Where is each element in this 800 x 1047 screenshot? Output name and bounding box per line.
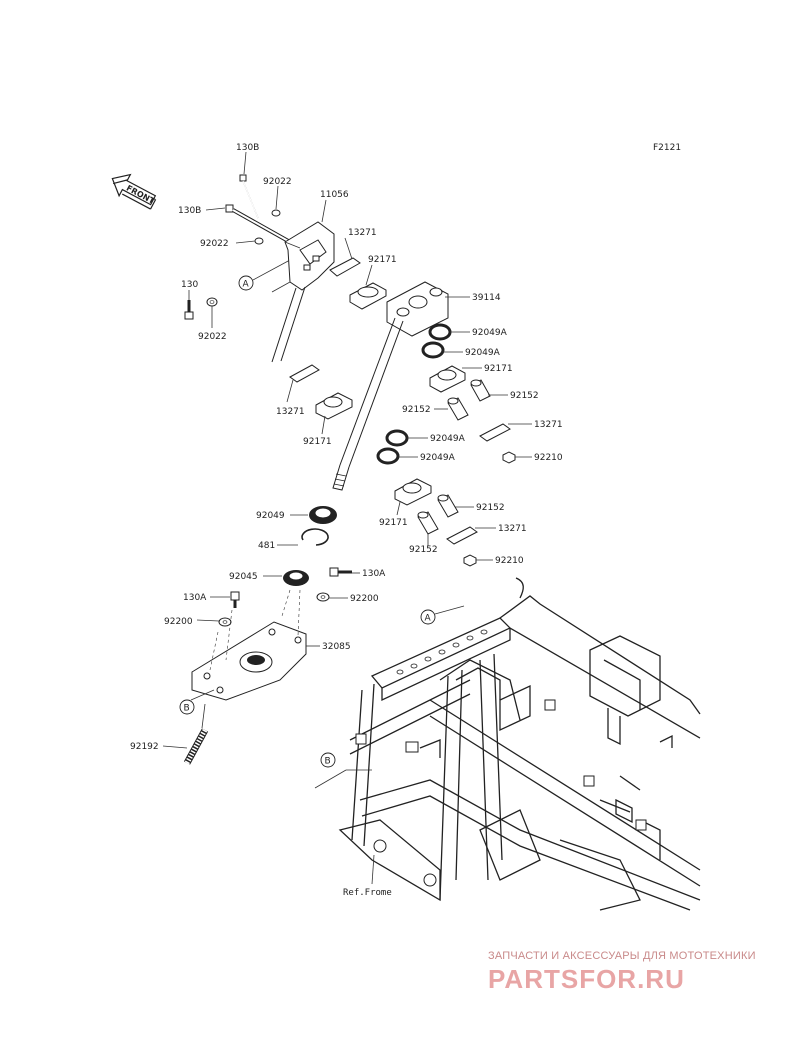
ring-92049a-2 [421, 341, 445, 359]
washer-92200-right [316, 592, 330, 602]
label-92171-1: 92171 [368, 255, 397, 265]
ref-frame-label: Ref.Frome [343, 888, 392, 898]
bracket-32085 [191, 621, 307, 701]
label-13271-3: 13271 [276, 407, 305, 417]
label-13271-4: 13271 [498, 524, 527, 534]
label-130a-2: 130A [183, 593, 207, 603]
frame-illustration [338, 577, 701, 911]
label-92022-3: 92022 [198, 332, 227, 342]
plate-13271-upper [329, 257, 361, 277]
label-92049a-1: 92049A [472, 328, 508, 338]
nut-92210-lower [463, 554, 477, 567]
label-92200-1: 92200 [350, 594, 379, 604]
watermark: ЗАПЧАСТИ И АКСЕССУАРЫ ДЛЯ МОТОТЕХНИКИ PA… [488, 950, 788, 995]
bolt-130b-upper [239, 174, 259, 219]
label-92045: 92045 [229, 572, 258, 582]
collar-92152-4 [417, 511, 439, 535]
ring-92049a-4 [376, 447, 400, 465]
label-92049a-4: 92049A [420, 453, 456, 463]
watermark-brand: PARTSFOR.RU [488, 964, 685, 994]
label-11056: 11056 [320, 190, 349, 200]
nut-92210-upper [502, 451, 516, 464]
label-481: 481 [258, 541, 275, 551]
clamp-92171-upper [349, 282, 387, 310]
bolt-130b-left [225, 204, 291, 244]
label-39114: 39114 [472, 293, 501, 303]
label-92171-3: 92171 [303, 437, 332, 447]
callout-b-left-label: B [184, 704, 190, 714]
callout-a-upper-label: A [243, 280, 250, 290]
circlip-481 [301, 528, 329, 546]
callout-b-frame-label: B [325, 757, 331, 767]
label-92049: 92049 [256, 511, 285, 521]
plate-13271-left [289, 364, 320, 383]
collar-92152-1 [470, 379, 491, 402]
washer-92022-mid [254, 237, 264, 245]
label-130a-1: 130A [362, 569, 386, 579]
clamp-92171-right-upper [429, 365, 466, 393]
plate-13271-lower [446, 526, 478, 545]
label-92022-2: 92022 [200, 239, 229, 249]
washer-92200-left [218, 617, 232, 627]
label-92152-2: 92152 [402, 405, 431, 415]
holder-39114 [386, 281, 449, 337]
ring-92049a-1 [428, 323, 452, 341]
steering-shaft [332, 317, 404, 491]
spring-92192 [183, 728, 209, 765]
label-32085: 32085 [322, 642, 351, 652]
label-92152-4: 92152 [409, 545, 438, 555]
clamp-92171-left [315, 392, 353, 420]
callout-b-left [179, 699, 195, 715]
bolt-130 [184, 300, 194, 320]
label-130b-2: 130B [178, 206, 201, 216]
label-92049a-2: 92049A [465, 348, 501, 358]
callout-a-frame [420, 609, 436, 625]
collar-92152-3 [437, 494, 459, 518]
front-arrow-icon: FRONT [111, 173, 157, 210]
label-92152-3: 92152 [476, 503, 505, 513]
plate-13271-right [479, 423, 511, 442]
bracket-11056 [271, 221, 335, 293]
diagram-code: F2121 [653, 143, 681, 153]
label-92200-2: 92200 [164, 617, 193, 627]
washer-92022-upper [271, 209, 281, 217]
label-130: 130 [181, 280, 198, 290]
clamp-92171-lower [394, 478, 432, 506]
bolt-130a-right [329, 567, 352, 577]
label-92210-2: 92210 [495, 556, 524, 566]
collar-92152-2 [447, 397, 469, 421]
callout-a-frame-label: A [425, 614, 432, 624]
label-92210-1: 92210 [534, 453, 563, 463]
label-92152-1: 92152 [510, 391, 539, 401]
label-13271-2: 13271 [534, 420, 563, 430]
label-13271-1: 13271 [348, 228, 377, 238]
seal-92049 [309, 506, 337, 524]
label-130b-1: 130B [236, 143, 259, 153]
label-92192: 92192 [130, 742, 159, 752]
label-92022-1: 92022 [263, 177, 292, 187]
label-92171-4: 92171 [379, 518, 408, 528]
bearing-92045 [283, 570, 309, 586]
callout-b-frame [320, 752, 336, 768]
bolt-130a-left [230, 591, 240, 608]
ring-92049a-3 [385, 429, 409, 447]
callout-a-upper [238, 275, 254, 291]
watermark-tagline: ЗАПЧАСТИ И АКСЕССУАРЫ ДЛЯ МОТОТЕХНИКИ [488, 950, 756, 962]
label-92171-2: 92171 [484, 364, 513, 374]
front-label: FRONT [125, 183, 157, 206]
label-92049a-3: 92049A [430, 434, 466, 444]
